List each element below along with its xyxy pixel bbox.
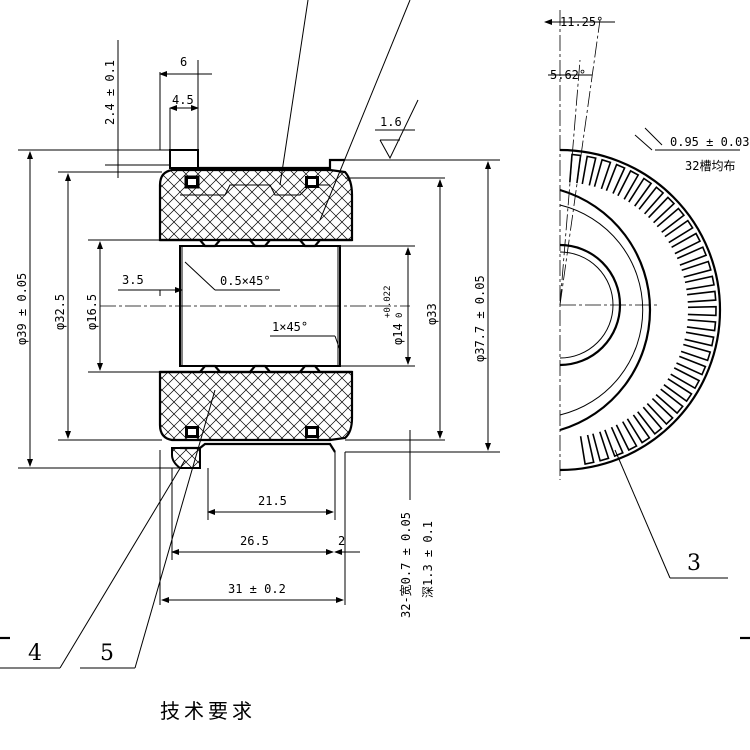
- section-view: [100, 149, 410, 469]
- dim-6: 6: [180, 55, 187, 69]
- dim-phi-37-7: φ37.7 ± 0.05: [473, 275, 487, 362]
- inner-rib-top: [160, 238, 352, 248]
- dim-groove-depth: 深1.3 ± 0.1: [421, 521, 435, 598]
- slot-tooth: [671, 232, 702, 255]
- callout-4: 4: [28, 641, 42, 666]
- dim-phi-14: φ14: [391, 323, 405, 345]
- dim-chamfer-05: 0.5×45°: [220, 274, 271, 288]
- slot-ring: [569, 153, 717, 465]
- dim-angle-5-62: 5.62°: [550, 68, 586, 82]
- slot-tooth: [663, 378, 693, 403]
- slot-tooth: [664, 219, 694, 244]
- dim-phi-14-lower: 0: [395, 313, 405, 318]
- dim-phi-32-5: φ32.5: [53, 294, 67, 330]
- slot-tooth: [604, 426, 624, 458]
- callouts: 3 4 5 技术要求: [28, 551, 701, 723]
- dim-4-5: 4.5: [172, 93, 194, 107]
- slot-tooth: [687, 305, 717, 317]
- slot-tooth: [684, 275, 715, 291]
- slot-tooth: [680, 343, 712, 362]
- section-title: 技术要求: [160, 699, 256, 723]
- slot-tooth: [638, 186, 665, 215]
- dim-21-5: 21.5: [258, 494, 287, 508]
- dim-phi-39: φ39 ± 0.05: [15, 273, 29, 345]
- dim-26-5: 26.5: [240, 534, 269, 548]
- slot-tooth: [684, 331, 715, 347]
- slot-tooth: [626, 414, 651, 444]
- slot-tooth: [656, 207, 686, 233]
- flange-lip-bottom: [171, 447, 201, 469]
- slot-tooth: [686, 319, 717, 332]
- callout-3: 3: [687, 551, 701, 576]
- slot-tooth: [615, 421, 638, 452]
- dim-phi-33: φ33: [425, 303, 439, 325]
- dim-slot-width: 0.95 ± 0.03: [670, 135, 749, 149]
- slot-tooth: [676, 246, 708, 266]
- dim-angle-11-25: 11.25°: [560, 15, 603, 29]
- slot-tooth: [593, 158, 612, 190]
- dim-31: 31 ± 0.2: [228, 582, 286, 596]
- inner-rib-bottom: [160, 364, 352, 374]
- dimension-lines: [0, 0, 750, 669]
- slot-tooth: [579, 434, 595, 465]
- dim-roughness: 1.6: [380, 115, 402, 129]
- dim-phi-14-upper: +0.022: [383, 285, 393, 318]
- callout-5: 5: [100, 641, 114, 666]
- dim-groove-width: 32-宽0.7 ± 0.05: [398, 512, 413, 618]
- slot-tooth: [681, 260, 712, 278]
- slot-tooth: [676, 355, 707, 376]
- flange-lip-top: [169, 149, 199, 169]
- dim-3-5: 3.5: [122, 273, 144, 287]
- dim-phi-16-5: φ16.5: [85, 294, 99, 330]
- slot-tooth: [637, 406, 663, 436]
- slot-tooth: [605, 163, 626, 194]
- slot-tooth: [628, 177, 653, 207]
- dim-chamfer-1: 1×45°: [272, 320, 308, 334]
- end-view-text: 11.25° 5.62° 0.95 ± 0.03 32槽均布: [550, 15, 749, 173]
- dim-slot-count: 32槽均布: [685, 159, 735, 173]
- dim-2-4: 2.4 ± 0.1: [103, 60, 117, 125]
- lower-wall-section: [158, 370, 354, 442]
- slot-tooth: [592, 431, 610, 462]
- slot-tooth: [687, 290, 717, 303]
- dim-2: 2: [338, 534, 345, 548]
- slot-tooth: [670, 367, 701, 390]
- end-view: [544, 10, 740, 579]
- slot-tooth: [648, 196, 676, 224]
- upper-wall-section: [158, 168, 354, 242]
- dimension-text: 6 4.5 2.4 ± 0.1 1.6 φ39 ± 0.05 φ32.5 φ16…: [15, 55, 487, 618]
- slot-tooth: [581, 155, 597, 186]
- slot-tooth: [646, 398, 674, 426]
- slot-tooth: [617, 169, 640, 200]
- slot-tooth: [655, 388, 684, 415]
